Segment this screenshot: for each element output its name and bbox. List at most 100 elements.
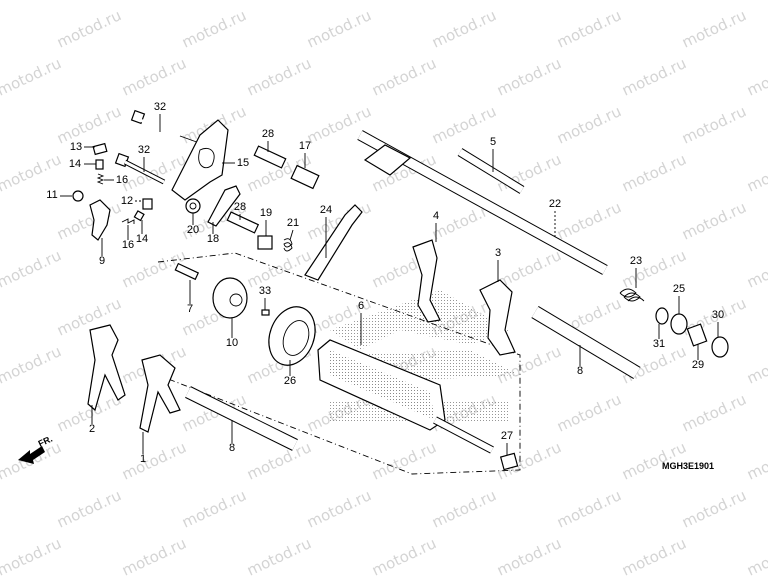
- stopper-arm-9: [89, 199, 111, 241]
- callout-c21: 21: [287, 217, 299, 229]
- watermark-text: motod.ru: [119, 0, 189, 4]
- callout-c9: 9: [99, 255, 105, 267]
- callout-c3: 3: [495, 247, 501, 259]
- callout-c33: 33: [259, 285, 271, 297]
- pin-28-upper: [253, 145, 287, 169]
- bushing-19: [257, 235, 273, 250]
- watermark-text: motod.ru: [744, 342, 768, 387]
- collar-17: [290, 164, 320, 190]
- watermark-text: motod.ru: [554, 486, 624, 531]
- callout-c24: 24: [320, 204, 332, 216]
- watermark-text: motod.ru: [554, 102, 624, 147]
- shift-spindle-22: [357, 130, 608, 275]
- callout-c15: 15: [237, 157, 249, 169]
- watermark-text: motod.ru: [744, 246, 768, 291]
- spring-16-upper: [96, 173, 105, 185]
- return-spring-23: [619, 288, 645, 302]
- callout-c12: 12: [121, 195, 133, 207]
- watermark-text: motod.ru: [619, 0, 689, 4]
- watermark-text: motod.ru: [179, 486, 249, 531]
- watermark-text: motod.ru: [429, 486, 499, 531]
- watermark-text: motod.ru: [679, 102, 749, 147]
- callout-c29: 29: [692, 359, 704, 371]
- fork-3: [479, 279, 516, 356]
- bearing-29: [686, 323, 708, 347]
- bearing-27: [499, 452, 519, 471]
- washer-25: [670, 313, 688, 335]
- callout-c22: 22: [549, 198, 561, 210]
- callout-c13: 13: [70, 141, 82, 153]
- fork-1: [139, 354, 181, 433]
- callout-c8a: 8: [229, 442, 235, 454]
- shaft-5: [457, 148, 525, 194]
- callout-c4: 4: [433, 210, 439, 222]
- callout-c16b: 16: [122, 239, 134, 251]
- pin-33: [261, 309, 270, 316]
- watermark-text: motod.ru: [369, 534, 439, 576]
- watermark-text: motod.ru: [744, 150, 768, 195]
- part-13: [92, 142, 108, 156]
- watermark-text: motod.ru: [679, 390, 749, 435]
- callout-c10: 10: [226, 337, 238, 349]
- watermark-text: motod.ru: [494, 534, 564, 576]
- callout-c20: 20: [187, 224, 199, 236]
- fork-2: [87, 324, 126, 412]
- bolt-32-lower: [114, 152, 166, 185]
- callout-c8b: 8: [577, 365, 583, 377]
- watermark-text: motod.ru: [179, 6, 249, 51]
- callout-c27: 27: [501, 430, 513, 442]
- watermark-text: motod.ru: [54, 198, 124, 243]
- watermark-text: motod.ru: [554, 390, 624, 435]
- watermark-text: motod.ru: [119, 54, 189, 99]
- watermark-text: motod.ru: [554, 6, 624, 51]
- callout-c28a: 28: [262, 128, 274, 140]
- watermark-text: motod.ru: [0, 0, 64, 4]
- watermark-text: motod.ru: [744, 54, 768, 99]
- watermark-text: motod.ru: [0, 54, 64, 99]
- watermark-text: motod.ru: [304, 486, 374, 531]
- watermark-text: motod.ru: [619, 534, 689, 576]
- callout-c26: 26: [284, 375, 296, 387]
- callout-c11: 11: [46, 189, 57, 201]
- callout-c25: 25: [673, 283, 685, 295]
- callout-c32b: 32: [138, 144, 150, 156]
- nut-11: [72, 190, 84, 202]
- callout-c30: 30: [712, 309, 724, 321]
- seal-30: [711, 336, 729, 358]
- watermark-text: motod.ru: [679, 486, 749, 531]
- callout-c1: 1: [140, 453, 146, 465]
- callout-c16a: 16: [116, 174, 128, 186]
- callout-c6: 6: [358, 300, 364, 312]
- callout-c2: 2: [89, 423, 95, 435]
- watermark-text: motod.ru: [744, 0, 768, 4]
- watermark-text: motod.ru: [54, 6, 124, 51]
- fork-shaft-8-left: [185, 386, 298, 451]
- watermark-text: motod.ru: [304, 6, 374, 51]
- watermark-text: motod.ru: [494, 0, 564, 4]
- watermark-text: motod.ru: [244, 438, 314, 483]
- watermark-text: motod.ru: [119, 534, 189, 576]
- watermark-text: motod.ru: [494, 54, 564, 99]
- part-14-upper: [95, 159, 104, 170]
- watermark-text: motod.ru: [554, 198, 624, 243]
- watermark-text: motod.ru: [369, 54, 439, 99]
- callout-c32a: 32: [154, 101, 166, 113]
- pin-28-lower: [226, 211, 260, 234]
- watermark-text: motod.ru: [244, 534, 314, 576]
- callout-c18: 18: [207, 233, 219, 245]
- diagram-code: MGH3E1901: [662, 461, 714, 471]
- watermark-text: motod.ru: [244, 54, 314, 99]
- callout-c31: 31: [653, 338, 665, 350]
- watermark-text: motod.ru: [244, 246, 314, 291]
- fork-4: [412, 239, 441, 323]
- leader-lines: [60, 114, 719, 455]
- watermark-text: motod.ru: [744, 438, 768, 483]
- watermark-text: motod.ru: [619, 150, 689, 195]
- washer-20: [185, 198, 201, 214]
- watermark-text: motod.ru: [244, 0, 314, 4]
- watermark-text: motod.ru: [0, 246, 64, 291]
- watermark-text: motod.ru: [54, 102, 124, 147]
